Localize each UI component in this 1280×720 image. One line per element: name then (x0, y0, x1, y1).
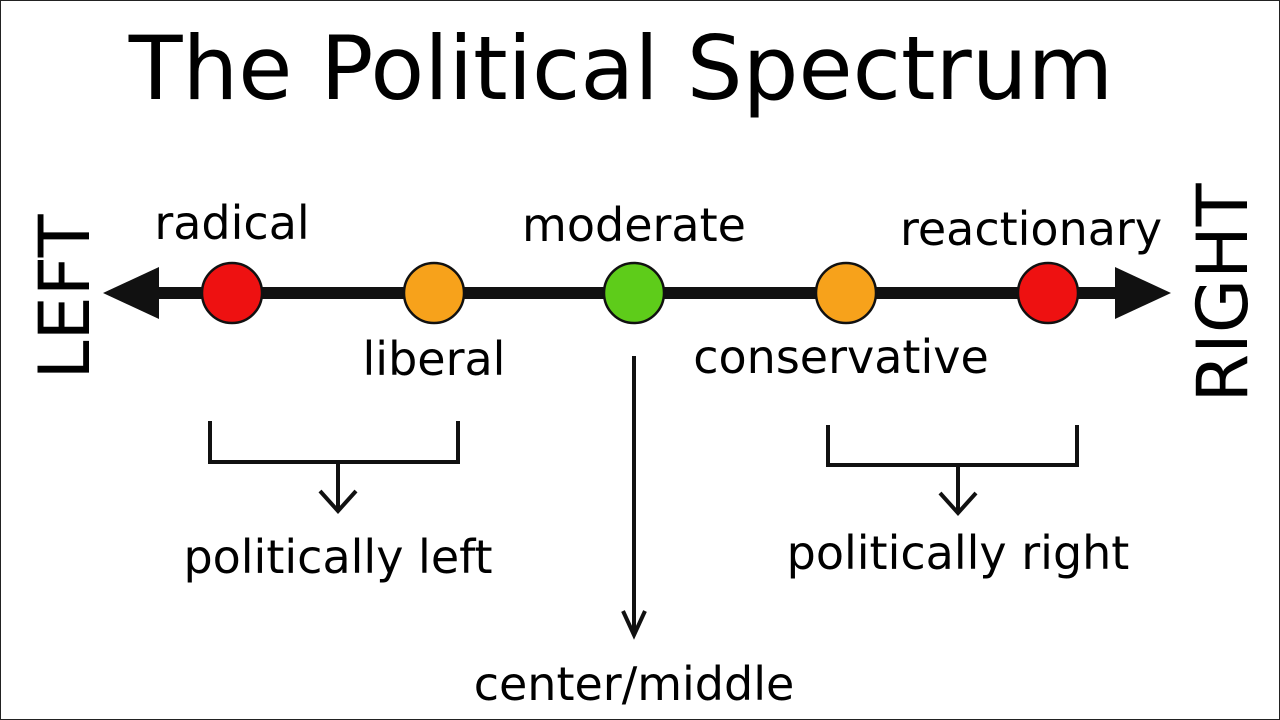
right-group-arrowhead (938, 491, 978, 516)
node-radical (200, 261, 264, 325)
label-center-middle: center/middle (474, 657, 795, 711)
node-conservative (814, 261, 878, 325)
node-moderate (602, 261, 666, 325)
node-liberal (402, 261, 466, 325)
label-moderate: moderate (522, 198, 746, 252)
left-arrowhead (103, 267, 159, 319)
left-group-bracket (208, 421, 460, 464)
right-end-label: RIGHT (1182, 183, 1264, 402)
diagram-title: The Political Spectrum (128, 17, 1113, 120)
label-liberal: liberal (363, 332, 506, 386)
label-politically-right: politically right (787, 526, 1130, 580)
label-radical: radical (154, 196, 309, 250)
label-reactionary: reactionary (900, 202, 1162, 256)
label-politically-left: politically left (183, 530, 492, 584)
center-arrowhead (621, 610, 647, 640)
right-group-bracket (826, 425, 1079, 467)
left-group-arrowhead (318, 489, 358, 514)
node-reactionary (1016, 261, 1080, 325)
label-conservative: conservative (693, 330, 989, 384)
left-end-label: LEFT (24, 214, 106, 379)
right-arrowhead (1115, 267, 1171, 319)
